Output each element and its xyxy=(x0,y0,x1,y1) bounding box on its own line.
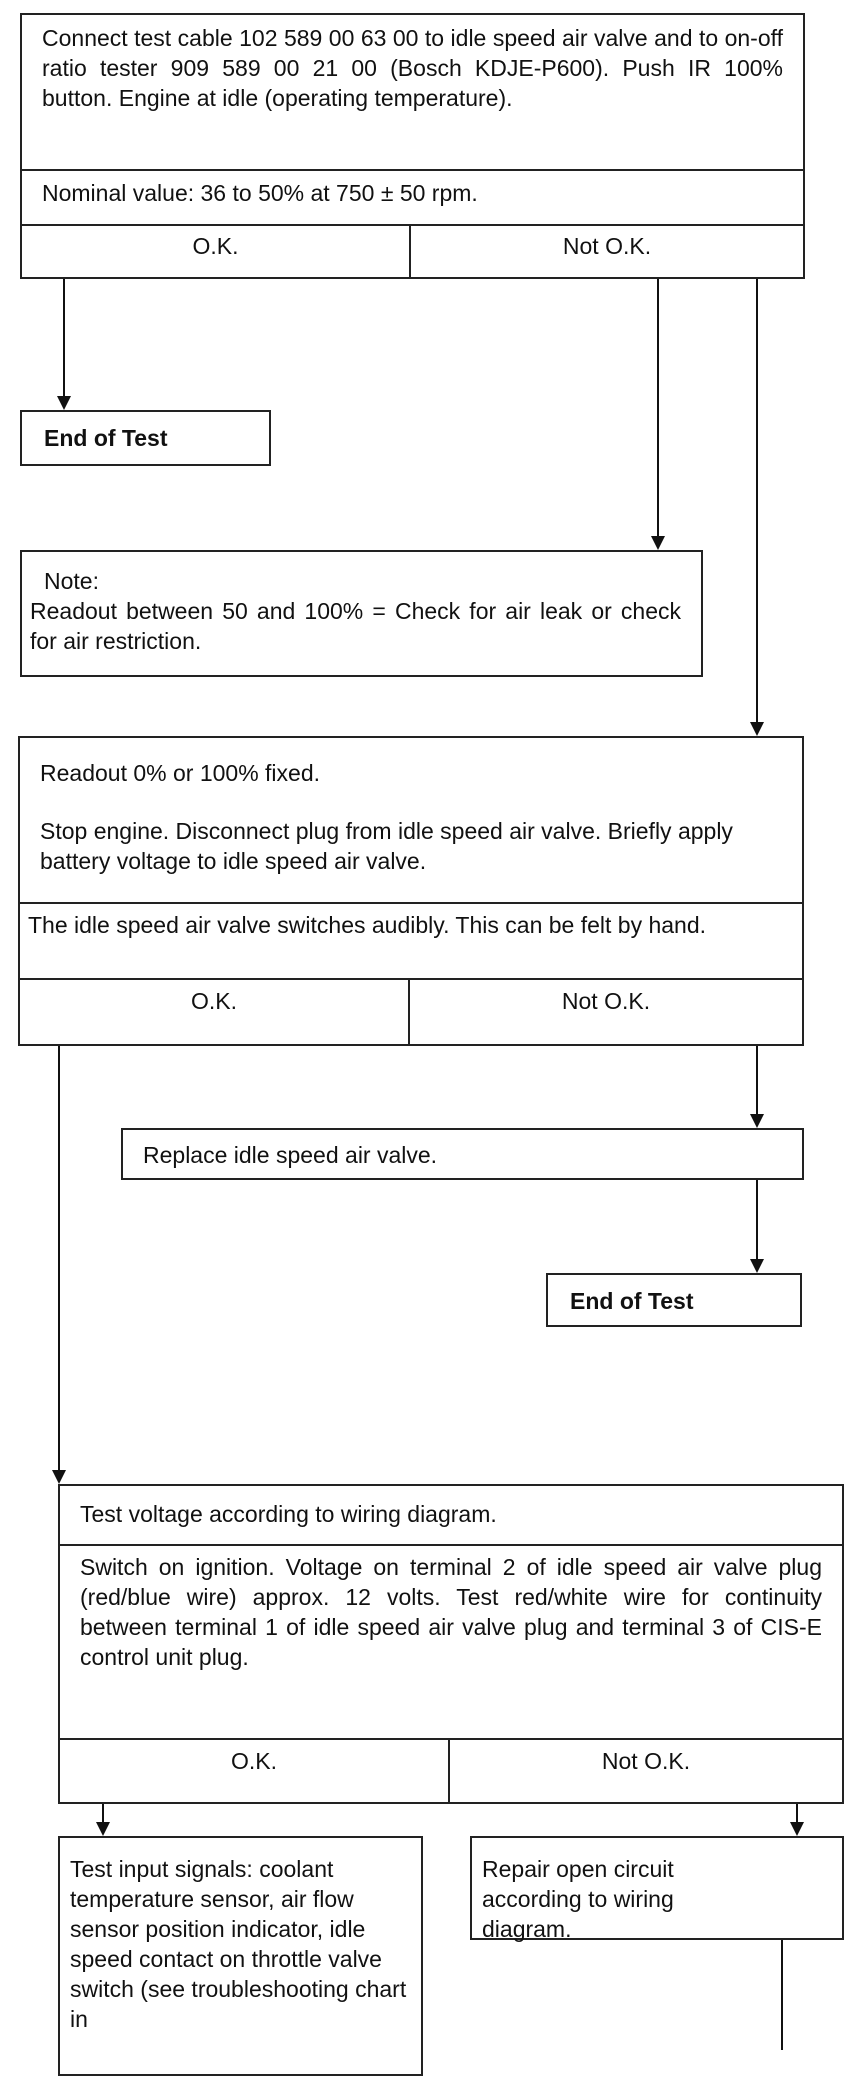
note-title: Note: xyxy=(44,568,99,594)
note-box: Note: Readout between 50 and 100% = Chec… xyxy=(20,550,703,677)
step2-box: Readout 0% or 100% fixed. Stop engine. D… xyxy=(18,736,804,1046)
step3-title: Test voltage according to wiring diagram… xyxy=(80,1501,497,1527)
step1-not-ok-label: Not O.K. xyxy=(562,233,652,259)
step1-ok-label: O.K. xyxy=(192,233,239,259)
step1-nominal-value: Nominal value: 36 to 50% at 750 ± 50 rpm… xyxy=(42,180,478,206)
end-of-test-2-label: End of Test xyxy=(570,1288,694,1314)
step1-box: Connect test cable 102 589 00 63 00 to i… xyxy=(20,13,805,279)
step2-readout: Readout 0% or 100% fixed. xyxy=(40,760,321,786)
test-input-signals-text: Test input signals: coolant temperature … xyxy=(70,1856,407,2032)
end-of-test-1: End of Test xyxy=(20,410,271,466)
end-of-test-2: End of Test xyxy=(546,1273,802,1327)
end-of-test-1-label: End of Test xyxy=(44,425,168,451)
repair-circuit-box: Repair open circuit according to wiring … xyxy=(470,1836,844,1942)
step3-ok-label: O.K. xyxy=(230,1748,277,1774)
step3-not-ok-label: Not O.K. xyxy=(601,1748,691,1774)
note-text: Readout between 50 and 100% = Check for … xyxy=(30,598,681,654)
replace-valve-label: Replace idle speed air valve. xyxy=(143,1142,438,1168)
step1-instruction: Connect test cable 102 589 00 63 00 to i… xyxy=(42,25,783,111)
replace-valve-box: Replace idle speed air valve. xyxy=(121,1128,804,1180)
step2-ok-label: O.K. xyxy=(190,988,237,1014)
step3-instruction: Switch on ignition. Voltage on terminal … xyxy=(80,1554,822,1670)
repair-circuit-text: Repair open circuit according to wiring … xyxy=(482,1856,674,1942)
step2-instruction: Stop engine. Disconnect plug from idle s… xyxy=(40,818,733,874)
step2-check: The idle speed air valve switches audibl… xyxy=(28,912,707,938)
step3-box: Test voltage according to wiring diagram… xyxy=(58,1484,844,1804)
step2-not-ok-label: Not O.K. xyxy=(561,988,651,1014)
test-input-signals-box: Test input signals: coolant temperature … xyxy=(58,1836,423,2076)
